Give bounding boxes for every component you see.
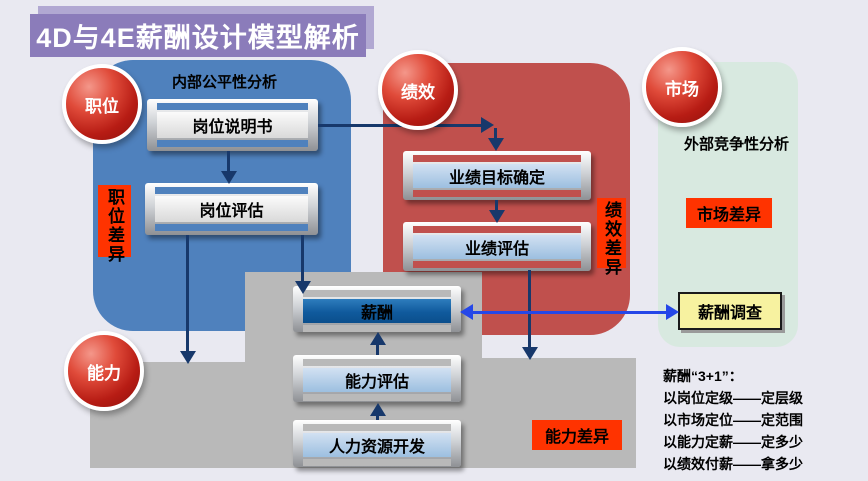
arrow-into-compensation-head (460, 304, 473, 320)
plaque-hr-development: 人力资源开发 (293, 420, 461, 467)
plaque-strip (413, 190, 581, 197)
performance-evaluation-label: 业绩评估 (413, 235, 581, 259)
label-position-diff: 职位差异 (98, 185, 131, 264)
job-description-label: 岗位说明书 (157, 112, 308, 138)
circle-market-label: 市场 (665, 79, 699, 99)
arrow-jobeval-to-compensation-line (301, 235, 304, 281)
arrow-jobeval-to-compensation-head (295, 281, 311, 294)
note-block: 薪酬“3+1”： 以岗位定级——定层级 以市场定位——定范围 以能力定薪——定多… (663, 365, 863, 475)
arrow-jobdesc-to-jobeval-head (221, 171, 237, 184)
arrow-into-target-line (494, 128, 497, 140)
heading-internal-analysis: 内部公平性分析 (172, 74, 278, 91)
ability-evaluation-label: 能力评估 (303, 368, 451, 392)
circle-ability: 能力 (64, 331, 144, 411)
note-line: 以绩效付薪——拿多少 (663, 456, 803, 472)
arrow-perfeval-down-line (528, 270, 531, 349)
plaque-job-description: 岗位说明书 (147, 99, 318, 151)
arrow-perfeval-down-head (522, 347, 538, 360)
plaque-strip (413, 261, 581, 268)
plaque-strip (155, 187, 308, 194)
plaque-job-evaluation: 岗位评估 (145, 183, 318, 235)
plaque-target-setting: 业绩目标确定 (403, 151, 591, 200)
arrow-abileval-to-compensation-line (376, 344, 379, 355)
plaque-strip (303, 325, 451, 332)
target-setting-label: 业绩目标确定 (413, 164, 581, 188)
circle-position-label: 职位 (85, 96, 119, 116)
label-market-diff: 市场差异 (686, 198, 772, 228)
plaque-strip (303, 359, 451, 366)
plaque-strip (155, 224, 308, 231)
page-title: 4D与4E薪酬设计模型解析 (36, 23, 360, 53)
note-line: 以能力定薪——定多少 (663, 434, 803, 450)
circle-performance-label: 绩效 (401, 82, 435, 102)
box-salary-survey: 薪酬调查 (678, 292, 782, 330)
plaque-compensation: 薪酬 (293, 286, 461, 332)
arrow-jobdesc-to-performance-head (481, 117, 494, 133)
arrow-into-survey-head (666, 304, 679, 320)
plaque-strip (157, 140, 308, 147)
arrow-hrdev-to-abileval-head (370, 403, 386, 416)
note-line: 以岗位定级——定层级 (663, 390, 803, 406)
gray-step-right (482, 358, 636, 468)
arrow-hrdev-to-abileval-line (376, 415, 379, 420)
plaque-ability-evaluation: 能力评估 (293, 355, 461, 402)
arrow-jobeval-down-head (180, 351, 196, 364)
plaque-strip (303, 424, 451, 431)
circle-market: 市场 (642, 47, 722, 127)
plaque-performance-evaluation: 业绩评估 (403, 222, 591, 271)
job-evaluation-label: 岗位评估 (155, 196, 308, 222)
arrow-target-to-perfeval-line (495, 200, 498, 212)
heading-external-analysis: 外部竞争性分析 (684, 136, 790, 153)
arrow-jobeval-down-line (186, 235, 189, 351)
plaque-strip (413, 155, 581, 162)
note-heading: 薪酬“3+1”： (663, 368, 743, 384)
plaque-strip (303, 459, 451, 466)
plaque-strip (157, 103, 308, 110)
arrow-jobdesc-to-jobeval-line (227, 151, 230, 173)
note-line: 以市场定位——定范围 (663, 412, 803, 428)
label-ability-diff: 能力差异 (532, 420, 622, 450)
circle-performance: 绩效 (378, 50, 458, 130)
arrow-target-to-perfeval-head (489, 210, 505, 223)
plaque-strip (303, 394, 451, 401)
arrow-into-target-head (488, 138, 504, 151)
circle-position: 职位 (62, 64, 142, 144)
circle-ability-label: 能力 (87, 363, 121, 383)
title-banner: 4D与4E薪酬设计模型解析 (30, 14, 366, 57)
compensation-label: 薪酬 (303, 299, 451, 323)
arrow-abileval-to-compensation-head (370, 332, 386, 345)
plaque-strip (303, 290, 451, 297)
plaque-strip (413, 226, 581, 233)
arrow-compensation-survey-line (472, 311, 667, 314)
hr-development-label: 人力资源开发 (303, 433, 451, 457)
label-performance-diff: 绩效差异 (597, 198, 626, 277)
